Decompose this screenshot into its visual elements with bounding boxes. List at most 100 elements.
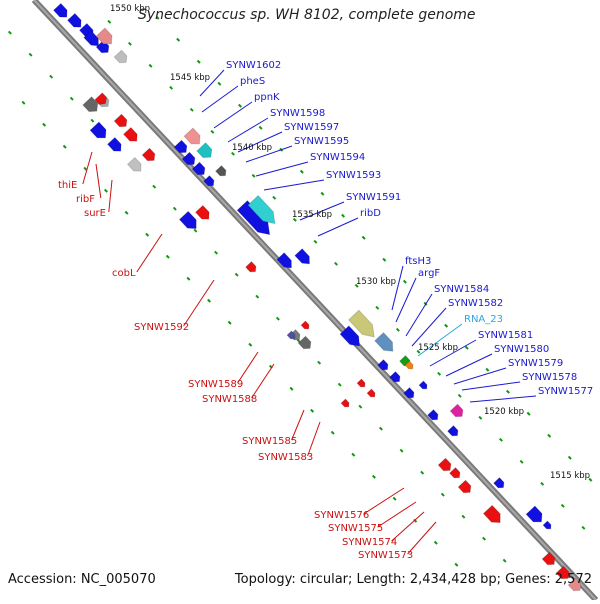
tick-dot	[402, 279, 407, 284]
kbp-tick-label: 1535 kbp	[292, 210, 332, 220]
tick-dot	[210, 129, 215, 134]
label-connector	[317, 217, 359, 237]
tick-dot	[104, 188, 108, 193]
gene-label: SYNW1584	[434, 284, 489, 295]
tick-dot	[217, 81, 222, 86]
gene-arrow	[95, 27, 113, 45]
tick-dot	[313, 239, 318, 244]
tick-dot	[440, 492, 445, 497]
gene-label: SYNW1577	[538, 386, 593, 397]
tick-dot	[372, 474, 376, 479]
tick-dot	[172, 206, 177, 211]
gene-arrow	[214, 164, 227, 177]
label-connector	[82, 151, 93, 185]
gene-label: SYNW1579	[508, 358, 563, 369]
tick-dot	[251, 173, 256, 178]
gene-label: pheS	[240, 76, 265, 87]
tick-dot	[399, 448, 404, 453]
label-connector	[445, 353, 493, 377]
tick-dot	[299, 169, 304, 174]
gene-label: SYNW1580	[494, 344, 549, 355]
gene-arrow	[183, 127, 201, 145]
tick-dot	[176, 37, 181, 42]
gene-arrow	[366, 388, 376, 398]
tick-dot	[107, 19, 112, 24]
gene-label: SYNW1581	[478, 330, 533, 341]
label-connector	[95, 163, 102, 199]
tick-dot	[485, 367, 490, 372]
tick-dot	[214, 250, 219, 255]
gene-arrow	[297, 335, 312, 350]
tick-dot	[464, 345, 469, 350]
gene-arrow	[567, 577, 582, 592]
tick-dot	[358, 404, 363, 409]
label-connector	[307, 421, 321, 457]
tick-dot	[526, 411, 531, 416]
gene-arrow	[525, 505, 543, 523]
gene-arrow	[113, 113, 128, 128]
tick-dot	[124, 210, 129, 215]
gene-arrow	[347, 309, 375, 338]
tick-dot	[227, 320, 232, 325]
tick-dot	[392, 496, 397, 501]
tick-dot	[7, 30, 12, 35]
gene-arrow	[457, 479, 472, 494]
tick-dot	[540, 481, 545, 486]
gene-arrow	[448, 466, 461, 479]
tick-dot	[196, 59, 201, 64]
tick-dot	[207, 298, 212, 303]
label-connector	[469, 395, 537, 403]
gene-arrow	[449, 403, 464, 418]
tick-dot	[454, 562, 459, 567]
tick-dot	[581, 525, 586, 530]
label-connector	[291, 409, 305, 441]
tick-dot	[519, 459, 524, 464]
gene-arrow	[286, 330, 296, 340]
label-connector	[405, 293, 433, 337]
label-connector	[245, 145, 293, 163]
kbp-tick-label: 1525 kbp	[418, 343, 458, 353]
tick-dot	[90, 118, 95, 123]
gene-label: SYNW1576	[314, 510, 369, 521]
tick-dot	[354, 283, 359, 288]
tick-dot	[186, 276, 191, 281]
kbp-tick-label: 1550 kbp	[110, 4, 150, 14]
gene-arrow	[178, 210, 197, 230]
gene-arrow	[141, 147, 156, 162]
gene-label: SYNW1585	[242, 436, 297, 447]
label-connector	[136, 233, 163, 273]
gene-arrow	[126, 156, 142, 172]
gene-arrow	[82, 96, 99, 113]
gene-labels-layer: SYNW1602pheSppnKSYNW1598SYNW1597SYNW1595…	[58, 60, 593, 561]
tick-dot	[413, 518, 418, 523]
gene-arrow	[339, 325, 361, 347]
tick-dot	[478, 415, 483, 420]
label-connector	[429, 339, 477, 367]
label-connector	[263, 179, 325, 191]
tick-dot	[457, 393, 462, 398]
gene-label: SYNW1592	[134, 322, 189, 333]
gene-label: SYNW1589	[188, 379, 243, 390]
tick-dot	[21, 100, 26, 105]
gene-label: SYNW1583	[258, 452, 313, 463]
label-connector	[299, 201, 345, 221]
tick-dot	[444, 323, 449, 328]
label-connector	[251, 363, 275, 399]
gene-label: SYNW1574	[342, 537, 397, 548]
tick-dot	[238, 103, 242, 108]
label-connector	[227, 117, 269, 143]
tick-dot	[361, 235, 366, 240]
tick-dot	[337, 382, 342, 387]
gene-arrow	[492, 476, 505, 489]
tick-dot	[310, 408, 315, 413]
tick-dot	[69, 96, 74, 101]
label-connector	[377, 501, 417, 528]
gene-arrow	[356, 378, 366, 388]
kbp-tick-label: 1545 kbp	[170, 73, 210, 83]
tick-dot	[317, 360, 322, 365]
tick-dot	[127, 41, 132, 46]
label-connector	[237, 351, 259, 384]
gene-label: SYNW1578	[522, 372, 577, 383]
gene-arrow	[541, 551, 556, 566]
